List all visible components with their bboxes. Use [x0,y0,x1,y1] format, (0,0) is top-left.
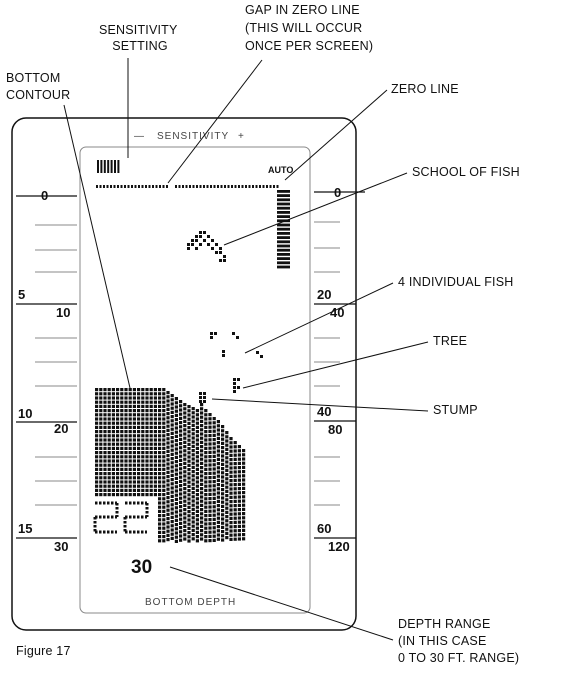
right-scale-mark: 40 [317,404,331,419]
left-scale-mark: 20 [54,421,68,436]
leader-lines [63,58,429,641]
right-scale-zero: 0 [334,185,341,200]
right-scale-mark: 60 [317,521,331,536]
callout-individual-fish: 4 INDIVIDUAL FISH [398,275,513,289]
callout-gap-in-zero-line: GAP IN ZERO LINE (THIS WILL OCCUR ONCE P… [245,3,373,53]
leader-tree [242,341,429,389]
bottom-depth-label: BOTTOM DEPTH [145,597,236,608]
callout-stump: STUMP [433,403,478,417]
range-value: 30 [131,557,152,578]
leader-bottom-contour [63,104,131,389]
leader-stump [211,398,429,412]
leader-gap [167,59,263,184]
left-scale-mark: 10 [56,305,70,320]
individual-fish-icon [210,332,263,358]
right-depth-scale: 0 20 40 40 80 60 120 [314,185,365,554]
bottom-contour [95,388,246,543]
leader-zero-line [284,89,388,181]
signal-meter-icon [277,190,290,269]
school-of-fish-icon [187,231,226,262]
callout-depth-range: DEPTH RANGE (IN THIS CASE 0 TO 30 FT. RA… [398,617,519,665]
sensitivity-label: SENSITIVITY [157,131,229,142]
leader-depth-range [169,566,394,641]
left-scale-mark: 15 [18,521,32,536]
leader-school [223,172,408,246]
right-scale-mark: 40 [330,305,344,320]
right-scale-mark: 120 [328,539,350,554]
sensitivity-bar-icon [97,160,120,173]
callout-zero-line: ZERO LINE [391,82,459,96]
digital-depth-readout [93,501,149,534]
callout-bottom-contour: BOTTOM CONTOUR [6,71,70,102]
callout-school-of-fish: SCHOOL OF FISH [412,165,520,179]
stump-icon [199,392,206,403]
leader-individual-fish [244,282,394,354]
left-scale-mark: 30 [54,539,68,554]
auto-indicator: AUTO [268,165,293,175]
left-depth-scale: 0 5 10 10 20 15 30 [16,188,77,554]
left-scale-zero: 0 [41,188,48,203]
left-scale-mark: 10 [18,406,32,421]
zero-line [96,185,279,188]
right-scale-mark: 20 [317,287,331,302]
tree-icon [233,378,240,393]
figure-caption: Figure 17 [16,644,71,658]
callout-sensitivity-setting: SENSITIVITY SETTING [99,23,181,53]
sensitivity-plus: + [238,131,245,142]
sensitivity-minus: — [134,131,145,142]
right-scale-mark: 80 [328,422,342,437]
callout-tree: TREE [433,334,467,348]
left-scale-mark: 5 [18,287,25,302]
